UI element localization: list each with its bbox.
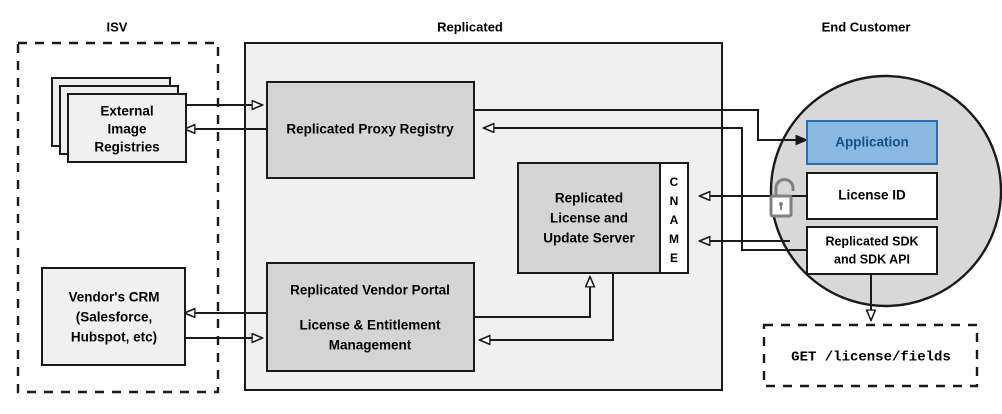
license-server-label-line3: Update Server <box>543 231 635 246</box>
node-external-image-registries[interactable]: External Image Registries <box>51 77 187 163</box>
edge-sdk-to-proxy <box>484 128 806 251</box>
vendor-portal-label-line1: Replicated Vendor Portal <box>290 283 450 298</box>
registries-label-line3: Registries <box>94 140 159 155</box>
zone-isv-boundary <box>16 41 220 394</box>
zone-title-replicated: Replicated <box>437 19 503 34</box>
node-license-id[interactable]: License ID <box>806 172 938 220</box>
license-server-label-line2: License and <box>550 211 628 226</box>
node-license-update-server[interactable]: Replicated License and Update Server <box>517 162 661 274</box>
license-server-label-line1: Replicated <box>555 191 623 206</box>
node-replicated-vendor-portal[interactable]: Replicated Vendor Portal License & Entit… <box>266 262 475 372</box>
node-application[interactable]: Application <box>806 120 938 165</box>
vendor-portal-label-line2: License & Entitlement <box>299 318 441 333</box>
edge-proxy-to-application <box>474 109 806 140</box>
node-cname-strip[interactable]: C N A M E <box>659 162 689 274</box>
api-call-label: GET /license/fields <box>791 350 951 366</box>
node-vendor-crm[interactable]: Vendor's CRM (Salesforce, Hubspot, etc) <box>41 267 186 366</box>
cname-letter-e: E <box>670 251 678 265</box>
registries-label-line1: External <box>100 104 153 119</box>
license-id-label: License ID <box>838 188 906 203</box>
zone-title-isv: ISV <box>107 19 128 34</box>
cname-letter-c: C <box>670 175 679 189</box>
cname-letter-a: A <box>670 213 679 227</box>
edge-license-server-to-portal <box>480 272 614 340</box>
cname-letter-n: N <box>670 194 679 208</box>
cname-letter-m: M <box>669 232 679 246</box>
node-replicated-sdk[interactable]: Replicated SDK and SDK API <box>806 226 938 275</box>
edge-portal-to-license-server <box>474 277 590 318</box>
node-replicated-proxy-registry[interactable]: Replicated Proxy Registry <box>266 81 475 179</box>
crm-label-line1: Vendor's CRM <box>69 290 160 305</box>
application-label: Application <box>835 135 909 150</box>
registries-label-line2: Image <box>107 122 147 137</box>
node-api-call[interactable]: GET /license/fields <box>762 323 979 388</box>
sdk-label-line1: Replicated SDK <box>825 234 918 248</box>
unlock-icon <box>769 178 795 218</box>
crm-label-line3: Hubspot, etc) <box>71 330 157 345</box>
proxy-registry-label: Replicated Proxy Registry <box>286 122 454 137</box>
vendor-portal-label-line3: Management <box>329 338 412 353</box>
sdk-label-line2: and SDK API <box>834 252 910 266</box>
zone-title-end-customer: End Customer <box>822 19 911 34</box>
crm-label-line2: (Salesforce, <box>76 310 153 325</box>
